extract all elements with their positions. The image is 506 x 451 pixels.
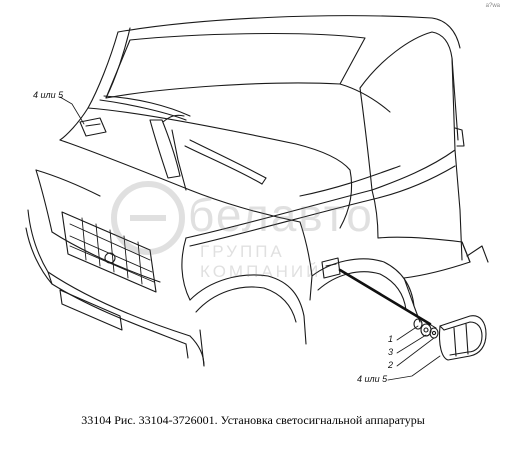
exploded-parts (413, 315, 487, 361)
callout-bottom-right: 4 или 5 (357, 374, 388, 384)
watermark: белавто ГРУППА КОМПАНИЙ (110, 178, 410, 281)
watermark-subtitle: ГРУППА КОМПАНИЙ (200, 242, 322, 281)
brand-logo-icon (111, 181, 185, 255)
corner-mark: a?wa (485, 3, 500, 9)
callout-top-left: 4 или 5 (33, 90, 64, 100)
watermark-brand: белавто (188, 189, 374, 241)
callout-3: 3 (388, 347, 394, 357)
callout-1: 1 (388, 334, 394, 344)
callout-2: 2 (388, 360, 394, 370)
figure-caption: 33104 Рис. 33104-3726001. Установка свет… (81, 413, 425, 427)
